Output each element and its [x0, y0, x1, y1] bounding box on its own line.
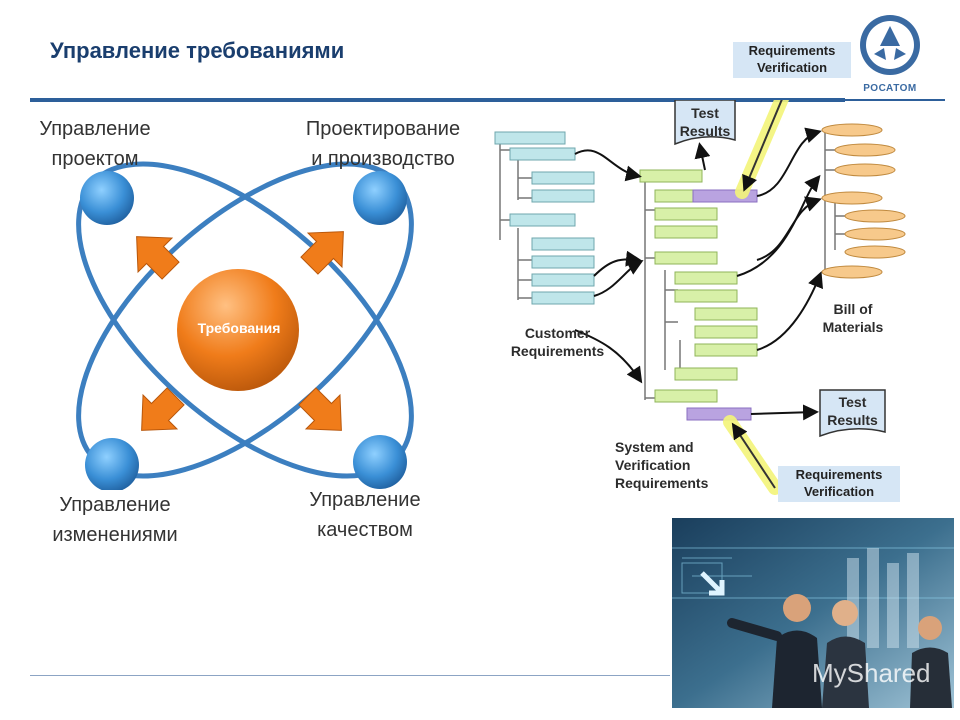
node-change: [85, 438, 139, 490]
title-divider: [30, 98, 845, 102]
verification-bar-bottom: [686, 407, 752, 421]
system-req-bars: [639, 169, 758, 403]
person-1: [727, 594, 822, 708]
person-2: [822, 600, 869, 708]
center-node: [177, 269, 299, 391]
requirements-flow-diagram: [494, 100, 906, 495]
watermark: MyShared: [812, 658, 931, 688]
flow-arrows: [574, 127, 823, 421]
title-divider-thin: [845, 99, 945, 101]
arrow-up-left: [136, 236, 180, 280]
arrow-up-right: [300, 231, 344, 275]
arrow-down-left: [141, 387, 185, 431]
person-3: [910, 616, 952, 708]
cycle-diagram: [76, 161, 414, 490]
page-title: Управление требованиями: [50, 38, 345, 63]
photo-illustration: [672, 518, 954, 708]
test-results-doc-top: [674, 100, 736, 146]
node-quality: [353, 435, 407, 489]
test-results-doc-bottom: [819, 389, 886, 438]
customer-req-bars: [494, 131, 595, 305]
rosatom-logo: РОСАТОМ: [850, 12, 930, 94]
bill-of-materials-items: [821, 123, 906, 279]
node-project: [80, 171, 134, 225]
center-label: Требования: [197, 320, 281, 336]
logo-text: РОСАТОМ: [863, 83, 917, 94]
arrow-down-right: [298, 387, 342, 431]
business-people-photo: MyShared: [672, 518, 954, 708]
footer-divider: [30, 675, 670, 676]
node-design: [353, 171, 407, 225]
atom-logo-icon: [860, 15, 920, 75]
